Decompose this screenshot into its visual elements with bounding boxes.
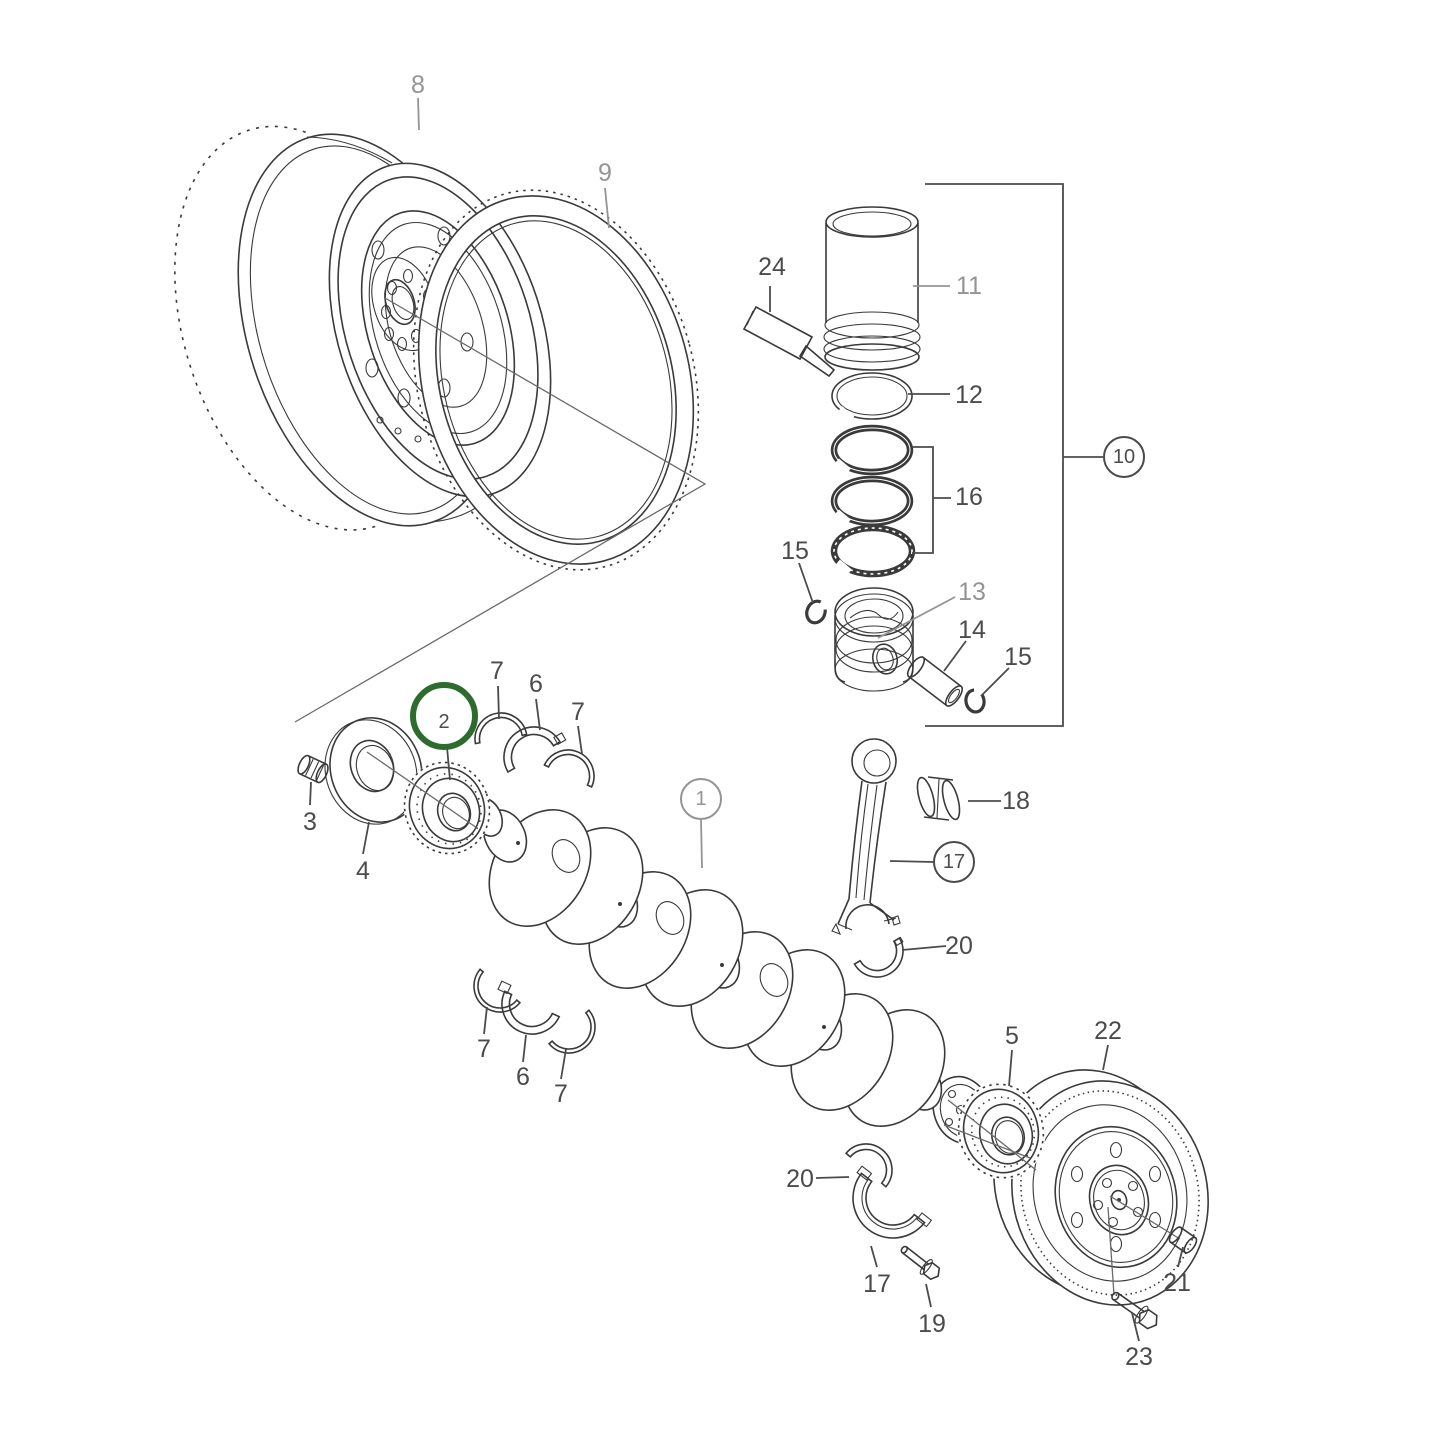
callout-15: 15 bbox=[781, 537, 809, 565]
callout-number: 11 bbox=[956, 272, 982, 300]
callout-16: 16 bbox=[955, 483, 983, 511]
callout-20: 20 bbox=[945, 932, 973, 960]
small-end-bushing-illustration bbox=[916, 776, 961, 821]
callout-12: 12 bbox=[955, 381, 983, 409]
callout-17: 17 bbox=[933, 841, 975, 883]
callout-number: 15 bbox=[1004, 643, 1032, 671]
callout-number: 6 bbox=[516, 1063, 530, 1091]
callout-8: 8 bbox=[411, 71, 425, 99]
callout-number: 6 bbox=[529, 670, 543, 698]
thrust-plate-illustration bbox=[324, 717, 423, 825]
callout-19: 19 bbox=[918, 1310, 946, 1338]
callout-13: 13 bbox=[958, 578, 986, 606]
thrust-washer-upper-left bbox=[474, 712, 528, 745]
top-ring-illustration bbox=[831, 372, 913, 422]
ring-set-bracket bbox=[912, 446, 951, 554]
snap-ring-illustrations bbox=[805, 599, 986, 714]
rod-bearing-upper-illustration bbox=[853, 936, 904, 978]
pulley-bolt-illustration bbox=[1111, 1291, 1158, 1330]
main-bearing-lower bbox=[497, 980, 561, 1035]
callout-number: 10 bbox=[1113, 446, 1135, 468]
callout-number: 24 bbox=[758, 253, 786, 281]
callout-23: 23 bbox=[1125, 1343, 1153, 1371]
callout-6: 6 bbox=[516, 1063, 530, 1091]
key-illustration bbox=[297, 754, 329, 784]
callout-5: 5 bbox=[1005, 1022, 1019, 1050]
flywheel-illustration bbox=[174, 125, 552, 531]
rod-bearing-lower-illustration bbox=[844, 1143, 893, 1188]
callout-number: 9 bbox=[598, 159, 612, 187]
callout-number: 4 bbox=[356, 857, 370, 885]
callout-circle bbox=[1103, 436, 1145, 478]
callout-24: 24 bbox=[758, 253, 786, 281]
rod-cap-illustration bbox=[852, 1165, 933, 1239]
callout-number: 5 bbox=[1005, 1022, 1019, 1050]
callout-number: 21 bbox=[1163, 1269, 1191, 1297]
callout-number: 17 bbox=[863, 1270, 891, 1298]
callout-3: 3 bbox=[303, 808, 317, 836]
thrust-washer-upper-right bbox=[543, 749, 595, 789]
thrust-washer-lower-left bbox=[473, 968, 522, 1013]
callout-number: 7 bbox=[490, 657, 504, 685]
piston-pin-illustration bbox=[906, 656, 964, 707]
callout-number: 15 bbox=[781, 537, 809, 565]
callout-20: 20 bbox=[786, 1165, 814, 1193]
piston-kit-bracket bbox=[925, 183, 1103, 727]
sealant-tube-illustration bbox=[742, 305, 836, 378]
callout-number: 7 bbox=[571, 698, 585, 726]
callout-number: 3 bbox=[303, 808, 317, 836]
crankshaft-illustration bbox=[470, 797, 992, 1145]
callout-7: 7 bbox=[490, 657, 504, 685]
leader-lines bbox=[309, 97, 1184, 1342]
callout-number: 14 bbox=[958, 616, 986, 644]
piston-illustration bbox=[834, 587, 914, 692]
callout-number: 22 bbox=[1094, 1017, 1122, 1045]
callout-7: 7 bbox=[554, 1080, 568, 1108]
main-bearing-upper bbox=[503, 726, 567, 774]
callout-number: 12 bbox=[955, 381, 983, 409]
callout-22: 22 bbox=[1094, 1017, 1122, 1045]
thrust-washer-lower-right bbox=[547, 1009, 596, 1054]
callout-7: 7 bbox=[477, 1035, 491, 1063]
callout-17: 17 bbox=[863, 1270, 891, 1298]
callout-number: 17 bbox=[943, 851, 965, 873]
callout-10: 10 bbox=[1103, 436, 1145, 478]
callout-7: 7 bbox=[571, 698, 585, 726]
callout-number: 2 bbox=[438, 711, 449, 733]
assembly-pointer-lines bbox=[294, 297, 707, 723]
callout-circle bbox=[680, 778, 722, 820]
rod-bolt-illustration bbox=[900, 1245, 941, 1281]
callout-number: 20 bbox=[945, 932, 973, 960]
callout-number: 7 bbox=[477, 1035, 491, 1063]
highlight-ring bbox=[410, 682, 478, 750]
callout-14: 14 bbox=[958, 616, 986, 644]
callout-number: 13 bbox=[958, 578, 986, 606]
alignment-line-front bbox=[366, 751, 478, 829]
callout-18: 18 bbox=[1002, 787, 1030, 815]
callout-number: 7 bbox=[554, 1080, 568, 1108]
damper-pulley-illustration bbox=[993, 1069, 1209, 1306]
callout-1: 1 bbox=[680, 778, 722, 820]
callout-9: 9 bbox=[598, 159, 612, 187]
alignment-lines-rear bbox=[943, 1099, 1181, 1296]
connecting-rod-illustration bbox=[831, 738, 901, 935]
callout-number: 20 bbox=[786, 1165, 814, 1193]
callout-number: 8 bbox=[411, 71, 425, 99]
callout-number: 16 bbox=[955, 483, 983, 511]
callout-11: 11 bbox=[956, 272, 982, 300]
ring-set-illustration bbox=[830, 424, 916, 578]
callout-number: 18 bbox=[1002, 787, 1030, 815]
callout-circle bbox=[933, 841, 975, 883]
callout-21: 21 bbox=[1163, 1269, 1191, 1297]
callout-number: 1 bbox=[695, 788, 706, 810]
cylinder-liner-illustration bbox=[823, 206, 921, 371]
callout-4: 4 bbox=[356, 857, 370, 885]
callout-15: 15 bbox=[1004, 643, 1032, 671]
callout-number: 19 bbox=[918, 1310, 946, 1338]
callout-2: 2 bbox=[410, 682, 478, 750]
callout-6: 6 bbox=[529, 670, 543, 698]
callout-number: 23 bbox=[1125, 1343, 1153, 1371]
